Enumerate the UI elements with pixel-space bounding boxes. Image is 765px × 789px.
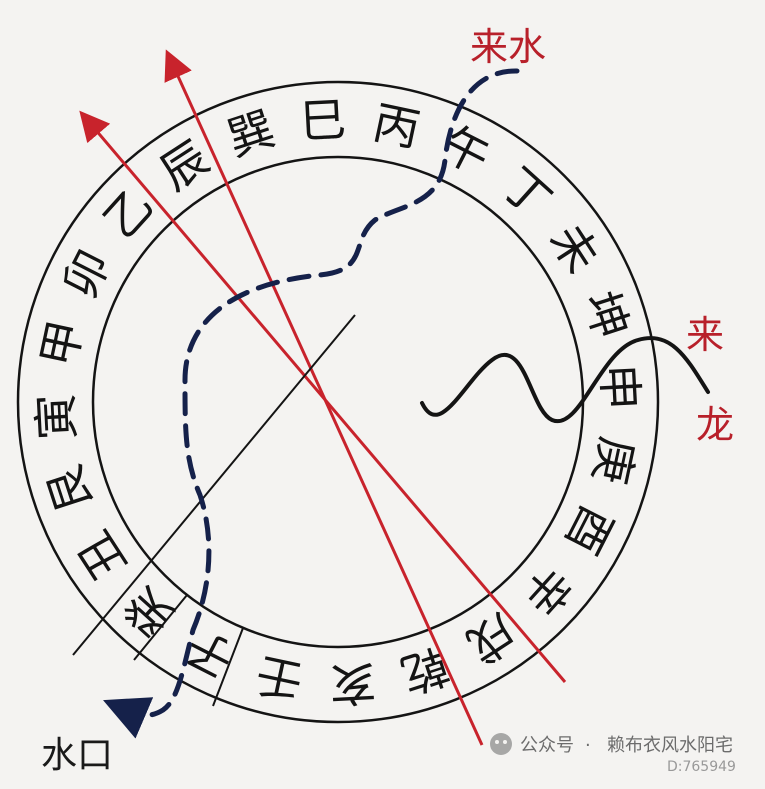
ring-character: 丁 [492, 157, 562, 228]
direction-arrow-right [164, 49, 484, 746]
incoming-water-label: 来水 [470, 25, 546, 69]
ring-character: 未 [539, 214, 609, 282]
ring-character: 癸 [114, 576, 184, 647]
axis-line [72, 314, 356, 656]
wechat-icon-eye [495, 740, 499, 744]
watermark-id: D:765949 [667, 759, 736, 775]
ring-character: 亥 [328, 655, 377, 711]
ring-character: 卯 [52, 241, 121, 307]
ring-character: 乙 [93, 178, 164, 248]
ring-character: 乾 [395, 637, 455, 703]
ring-character: 申 [591, 363, 647, 412]
watermark: 公众号 · 赖布衣风水阳宅 D:765949 [490, 733, 736, 775]
ring-character: 艮 [37, 459, 103, 519]
watermark-account: 赖布衣风水阳宅 [607, 735, 733, 756]
inner-ring [91, 155, 585, 649]
ring-divider [212, 627, 244, 707]
ring-character: 辛 [512, 556, 583, 626]
outer-ring [16, 80, 660, 724]
dragon-curve [420, 336, 710, 424]
ring-character: 酉 [555, 497, 624, 563]
ring-character: 壬 [251, 647, 307, 709]
watermark-separator: · [585, 735, 591, 756]
incoming-dragon-label-bottom: 龙 [696, 403, 734, 447]
incoming-dragon-label-top: 来 [686, 313, 724, 357]
ring-character: 寅 [28, 392, 84, 441]
water-path [103, 68, 520, 739]
ring-character: 巳 [299, 92, 348, 148]
ring-character: 甲 [31, 315, 93, 371]
ring-character: 庚 [583, 432, 645, 488]
wechat-icon-eye [503, 740, 507, 744]
wechat-icon [490, 733, 512, 755]
ring-character: 坤 [573, 285, 639, 345]
ring-character: 丑 [66, 522, 136, 590]
ring-character: 戌 [458, 603, 526, 673]
watermark-platform: 公众号 [520, 735, 574, 756]
water-exit-label: 水口 [41, 735, 113, 776]
ring-divider [133, 594, 188, 661]
ring-character: 丙 [368, 95, 424, 157]
ring-characters: 丙午丁未坤申庚酉辛戌乾亥壬子癸丑艮寅甲卯乙辰巽巳 [28, 92, 648, 712]
ring-character: 巽 [221, 101, 281, 167]
